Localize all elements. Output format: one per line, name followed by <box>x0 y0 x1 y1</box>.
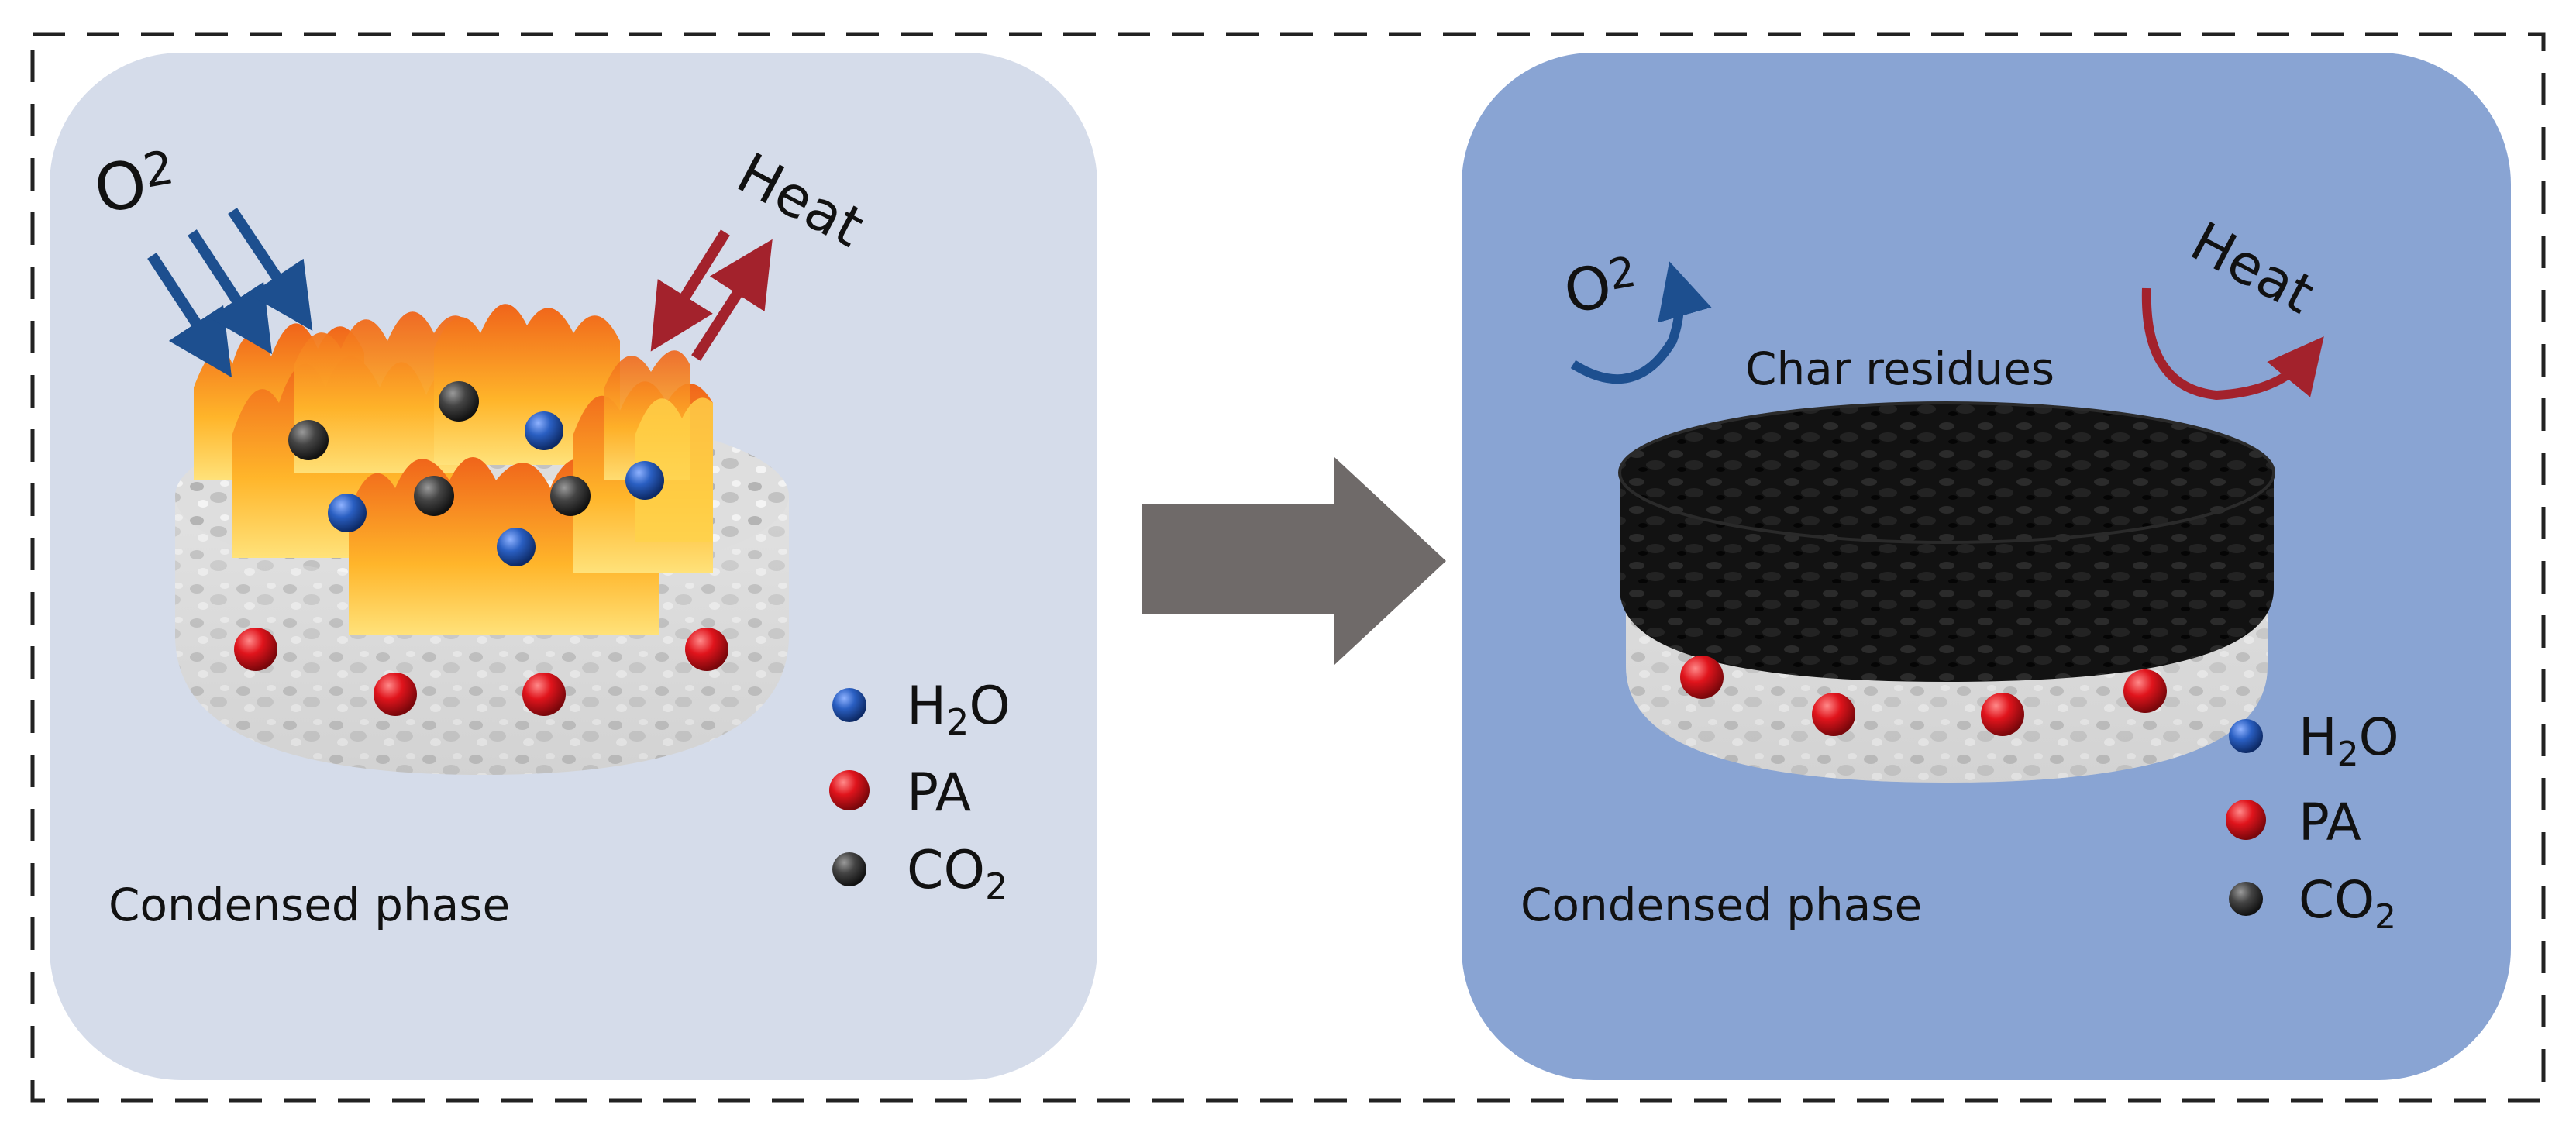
o2-deflect-arrow <box>1570 261 1712 384</box>
legend-h2o-label: H2O <box>907 676 1011 743</box>
co2-molecule <box>550 476 591 516</box>
pa-particle <box>2123 669 2167 713</box>
pa-particle <box>1981 693 2024 736</box>
o2-incoming-arrows <box>147 208 313 378</box>
legend-co2-label: CO2 <box>907 840 1007 907</box>
legend-pa-icon <box>829 770 870 810</box>
legend-co2-label: CO2 <box>2299 870 2396 937</box>
pa-particle <box>234 628 277 671</box>
char-layer-top <box>1620 403 2274 542</box>
dashed-frame <box>30 32 2546 1103</box>
co2-molecule <box>439 381 479 422</box>
legend-h2o-label: H2O <box>2299 707 2399 774</box>
legend-pa-label: PA <box>2299 793 2361 852</box>
left-panel: O2 Heat H2O PA CO2 Condensed phase <box>50 53 1097 1080</box>
legend-co2-icon <box>2229 882 2263 916</box>
heat-deflect-arrow <box>2141 287 2324 401</box>
h2o-molecule <box>328 494 367 532</box>
pa-particle <box>1680 656 1724 699</box>
char-residues-label: Char residues <box>1745 342 2054 395</box>
legend-pa-icon <box>2226 800 2266 840</box>
co2-molecule <box>288 420 329 460</box>
legend-h2o-icon <box>832 688 866 722</box>
pa-particle <box>685 628 728 671</box>
right-legend: H2O PA CO2 <box>2226 707 2399 937</box>
h2o-molecule <box>625 461 664 500</box>
pa-particle <box>374 673 417 716</box>
pa-particle <box>522 673 566 716</box>
left-phase-label: Condensed phase <box>108 879 510 931</box>
left-o2-label: O2 <box>88 139 181 229</box>
left-legend: H2O PA CO2 <box>829 676 1011 907</box>
co2-molecule <box>414 476 454 516</box>
process-arrow <box>1142 457 1446 665</box>
legend-pa-label: PA <box>907 762 971 824</box>
pa-particle <box>1812 693 1855 736</box>
heat-arrows <box>650 229 773 361</box>
legend-co2-icon <box>832 852 866 886</box>
h2o-molecule <box>525 411 563 450</box>
right-o2-label: O2 <box>1559 246 1643 327</box>
legend-h2o-icon <box>2229 719 2263 753</box>
right-panel: O2 Heat Char residues H2O PA CO2 Condens… <box>1462 53 2511 1080</box>
h2o-molecule <box>497 528 536 566</box>
right-phase-label: Condensed phase <box>1520 879 1922 931</box>
